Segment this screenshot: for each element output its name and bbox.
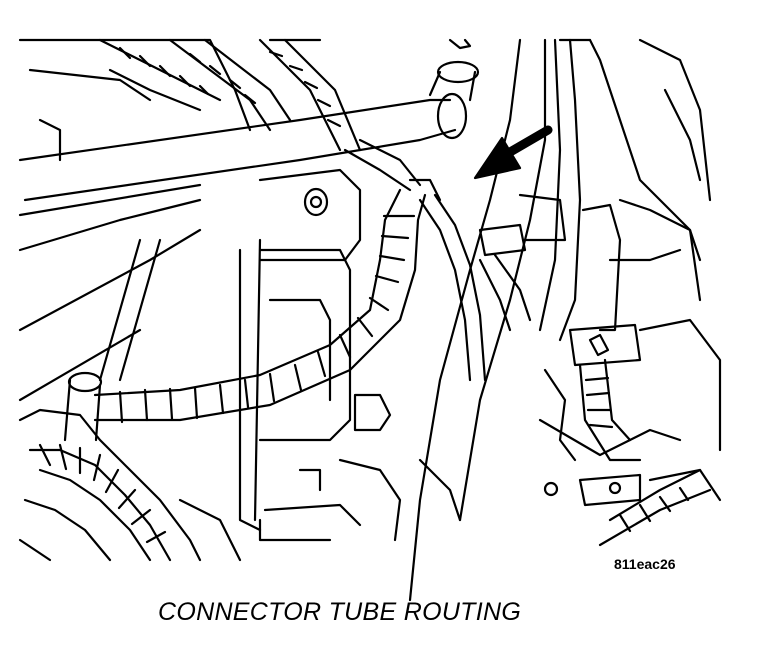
arrow-pointer-icon <box>473 125 553 180</box>
connector-tube <box>418 193 487 382</box>
figure-id-label: 811eac26 <box>614 556 676 572</box>
main-wiring-harness <box>93 138 442 424</box>
vertical-frame-member <box>408 38 582 602</box>
reservoir-cap <box>18 408 202 562</box>
mounting-bracket <box>238 168 392 542</box>
right-side-hoses <box>478 193 712 547</box>
figure-caption: CONNECTOR TUBE ROUTING <box>158 598 522 626</box>
upper-hoses <box>98 38 362 152</box>
filler-stem <box>63 238 162 442</box>
lower-frame <box>178 458 462 562</box>
